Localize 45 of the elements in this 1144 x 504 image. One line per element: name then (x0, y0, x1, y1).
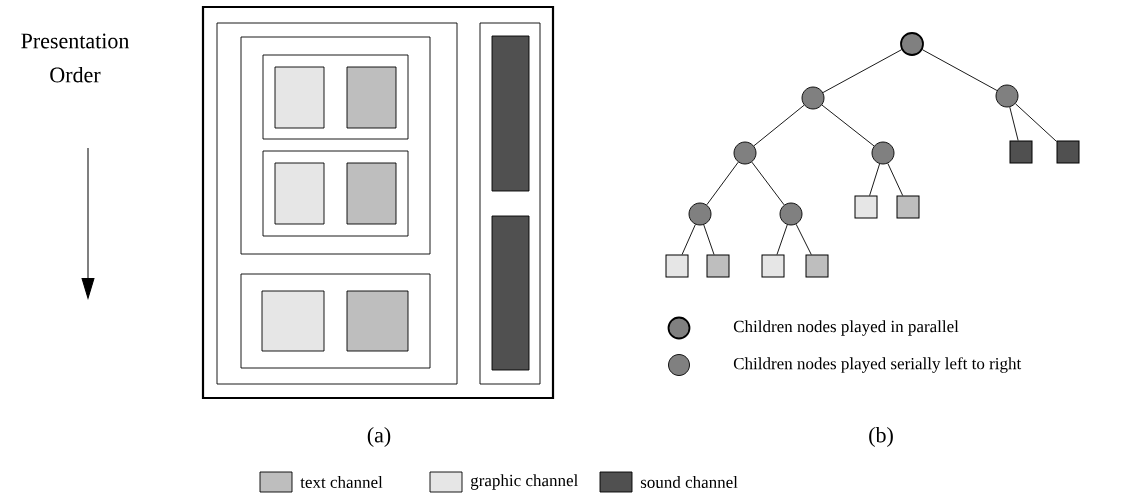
leaf-box (761, 254, 785, 278)
media-box (274, 66, 325, 129)
leaf-box (805, 254, 829, 278)
leaf-box (706, 254, 730, 278)
tree-edge (822, 49, 902, 93)
tree-edge (776, 224, 788, 255)
media-box (346, 290, 409, 352)
panel-label: (a) (367, 427, 391, 447)
tree-edge (751, 161, 785, 206)
tree-node (995, 84, 1019, 108)
tree-edge (703, 224, 715, 255)
axis-label: Presentation Order (21, 33, 130, 83)
tree-node (801, 86, 825, 110)
tree-edge (706, 161, 739, 206)
legend-label: Children nodes played in parallel (733, 320, 959, 336)
tree-edge (1009, 106, 1019, 141)
media-box (346, 162, 397, 225)
panel-label: (b) (869, 427, 893, 447)
legend-label: text channel (300, 476, 383, 488)
tree-node (733, 141, 757, 165)
legend-label: sound channel (640, 476, 738, 488)
tree-node (688, 202, 712, 226)
legend-label: Children nodes played serially left to right (733, 357, 1022, 373)
legend-label: graphic channel (470, 474, 578, 490)
media-box (491, 35, 530, 192)
tree-edge (869, 163, 881, 196)
tree-edge (821, 104, 875, 147)
tree-node (900, 32, 924, 56)
media-box (346, 66, 397, 129)
tree-edge (753, 104, 805, 147)
media-box (274, 162, 325, 225)
media-box (491, 215, 530, 371)
leaf-box (854, 195, 878, 219)
tree-edge (922, 49, 998, 91)
leaf-box (1009, 140, 1033, 164)
media-box (261, 290, 325, 352)
leaf-box (1056, 140, 1080, 164)
tree-edge (1015, 103, 1057, 142)
tree-edge (681, 224, 696, 255)
tree-edge (795, 223, 812, 255)
leaf-box (665, 254, 689, 278)
tree-node (871, 141, 895, 165)
leaf-box (896, 195, 920, 219)
tree-edge (887, 162, 904, 196)
tree-node (779, 202, 803, 226)
